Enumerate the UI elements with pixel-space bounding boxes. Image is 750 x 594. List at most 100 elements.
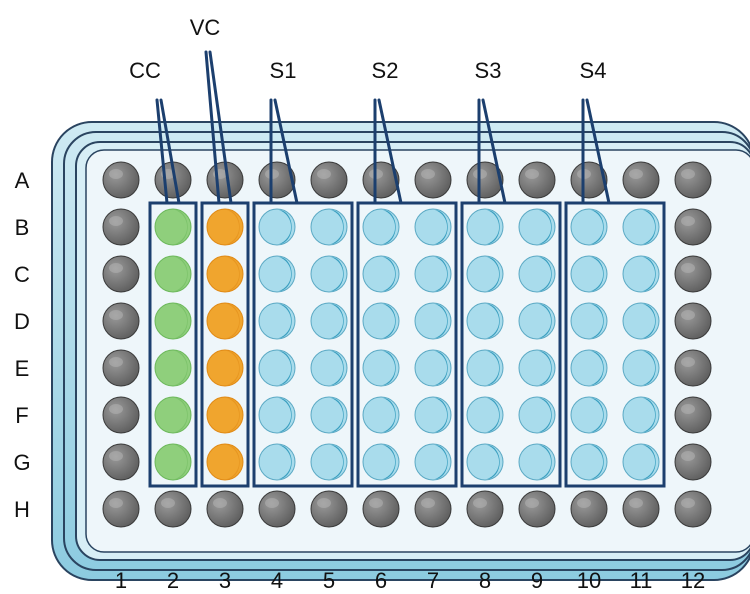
well-c5 bbox=[310, 255, 348, 293]
column-label-3: 3 bbox=[219, 568, 231, 593]
column-label-12: 12 bbox=[681, 568, 705, 593]
well-g1 bbox=[102, 443, 140, 481]
well-d10 bbox=[570, 302, 608, 340]
well-c6 bbox=[362, 255, 400, 293]
well-c9 bbox=[518, 255, 556, 293]
well-c8 bbox=[466, 255, 504, 293]
well-f3 bbox=[206, 396, 244, 434]
well-f2 bbox=[154, 396, 192, 434]
well-b12 bbox=[674, 208, 712, 246]
well-d4 bbox=[258, 302, 296, 340]
well-g3 bbox=[206, 443, 244, 481]
well-e3 bbox=[206, 349, 244, 387]
well-a12 bbox=[674, 161, 712, 199]
well-h10 bbox=[570, 490, 608, 528]
s2-label: S2 bbox=[372, 58, 399, 83]
well-e7 bbox=[414, 349, 452, 387]
well-c12 bbox=[674, 255, 712, 293]
row-label-b: B bbox=[15, 215, 30, 240]
well-g2 bbox=[154, 443, 192, 481]
column-label-4: 4 bbox=[271, 568, 283, 593]
well-f7 bbox=[414, 396, 452, 434]
cc-connector bbox=[155, 98, 181, 205]
s3-connector bbox=[477, 98, 507, 205]
well-g8 bbox=[466, 443, 504, 481]
well-b5 bbox=[310, 208, 348, 246]
column-label-2: 2 bbox=[167, 568, 179, 593]
well-h3 bbox=[206, 490, 244, 528]
well-c7 bbox=[414, 255, 452, 293]
well-c10 bbox=[570, 255, 608, 293]
well-e5 bbox=[310, 349, 348, 387]
well-h11 bbox=[622, 490, 660, 528]
column-label-6: 6 bbox=[375, 568, 387, 593]
well-h2 bbox=[154, 490, 192, 528]
column-label-7: 7 bbox=[427, 568, 439, 593]
well-f12 bbox=[674, 396, 712, 434]
well-g5 bbox=[310, 443, 348, 481]
well-e10 bbox=[570, 349, 608, 387]
well-f5 bbox=[310, 396, 348, 434]
well-e2 bbox=[154, 349, 192, 387]
cc-group-box bbox=[148, 201, 198, 488]
well-b9 bbox=[518, 208, 556, 246]
well-a1 bbox=[102, 161, 140, 199]
well-h12 bbox=[674, 490, 712, 528]
column-label-10: 10 bbox=[577, 568, 601, 593]
well-f8 bbox=[466, 396, 504, 434]
s4-label: S4 bbox=[580, 58, 607, 83]
well-a7 bbox=[414, 161, 452, 199]
well-g12 bbox=[674, 443, 712, 481]
well-h5 bbox=[310, 490, 348, 528]
well-e1 bbox=[102, 349, 140, 387]
plate-rim-line bbox=[63, 131, 750, 571]
s4-connector bbox=[581, 98, 611, 205]
well-e11 bbox=[622, 349, 660, 387]
well-c2 bbox=[154, 255, 192, 293]
column-label-11: 11 bbox=[630, 568, 653, 593]
well-d9 bbox=[518, 302, 556, 340]
well-a11 bbox=[622, 161, 660, 199]
vc-connector bbox=[204, 50, 233, 205]
s1-label: S1 bbox=[270, 58, 297, 83]
row-label-d: D bbox=[14, 309, 30, 334]
well-h8 bbox=[466, 490, 504, 528]
well-d7 bbox=[414, 302, 452, 340]
column-label-9: 9 bbox=[531, 568, 543, 593]
s2-group-box bbox=[356, 201, 458, 488]
vc-group-box bbox=[200, 201, 250, 488]
well-a9 bbox=[518, 161, 556, 199]
well-b7 bbox=[414, 208, 452, 246]
s1-group-box bbox=[252, 201, 354, 488]
well-d5 bbox=[310, 302, 348, 340]
column-label-1: 1 bbox=[115, 568, 127, 593]
well-g11 bbox=[622, 443, 660, 481]
well-h1 bbox=[102, 490, 140, 528]
well-e9 bbox=[518, 349, 556, 387]
well-a4 bbox=[258, 161, 296, 199]
plate-surface bbox=[85, 149, 750, 553]
well-b3 bbox=[206, 208, 244, 246]
row-label-h: H bbox=[14, 497, 30, 522]
well-e8 bbox=[466, 349, 504, 387]
well-b2 bbox=[154, 208, 192, 246]
well-d3 bbox=[206, 302, 244, 340]
row-label-a: A bbox=[15, 168, 30, 193]
well-b10 bbox=[570, 208, 608, 246]
well-f4 bbox=[258, 396, 296, 434]
well-a8 bbox=[466, 161, 504, 199]
well-h6 bbox=[362, 490, 400, 528]
well-d2 bbox=[154, 302, 192, 340]
row-label-f: F bbox=[15, 403, 28, 428]
well-c11 bbox=[622, 255, 660, 293]
well-c1 bbox=[102, 255, 140, 293]
well-e6 bbox=[362, 349, 400, 387]
well-g9 bbox=[518, 443, 556, 481]
row-label-c: C bbox=[14, 262, 30, 287]
vc-label: VC bbox=[190, 15, 221, 40]
row-label-g: G bbox=[13, 450, 30, 475]
well-f1 bbox=[102, 396, 140, 434]
